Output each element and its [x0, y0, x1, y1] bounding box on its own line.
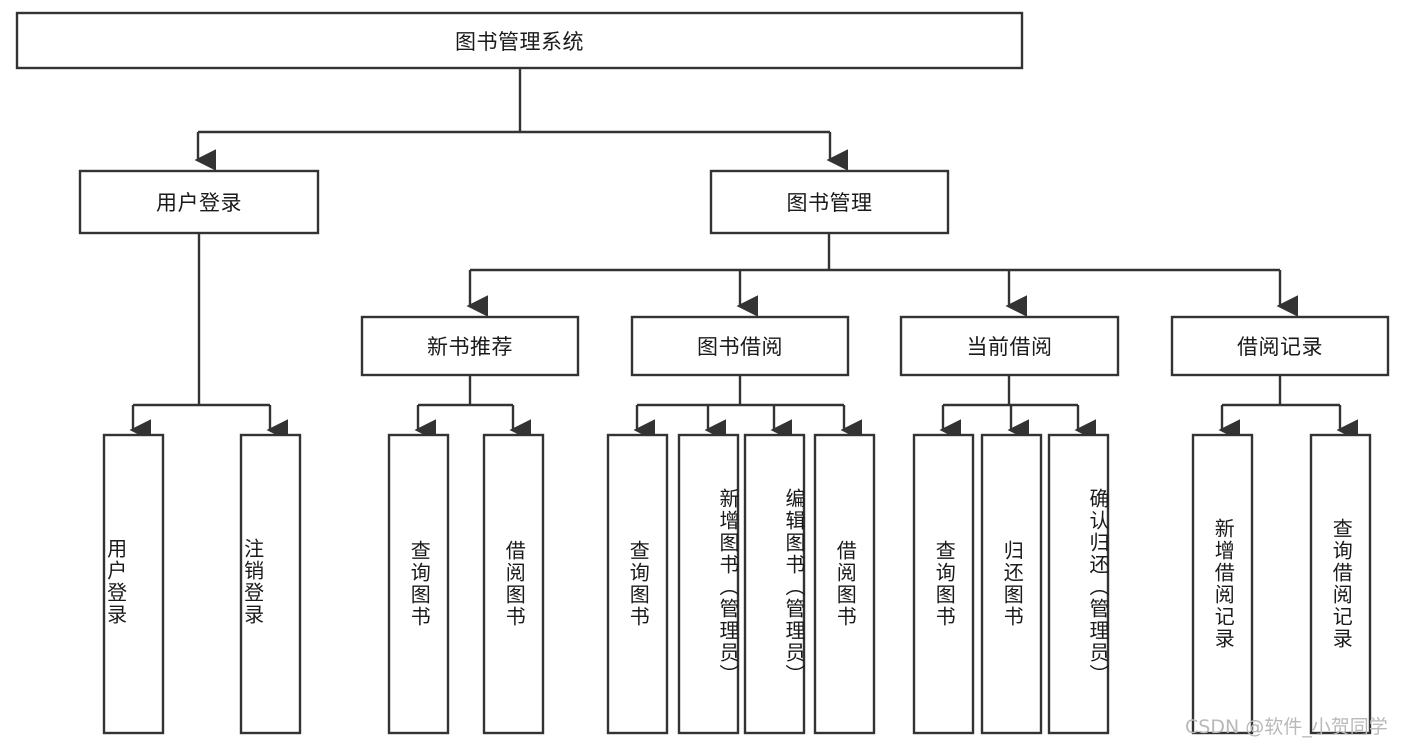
- leaf-box-borrow-book-1[interactable]: [482, 433, 545, 735]
- leaf-box-user-login[interactable]: [102, 433, 165, 735]
- node-box-borrow-record[interactable]: [1170, 315, 1390, 377]
- leaf-box-query-book-3[interactable]: [912, 433, 975, 735]
- leaf-box-borrow-book-2[interactable]: [813, 433, 876, 735]
- node-box-book-borrow[interactable]: [630, 315, 850, 377]
- node-box-new-book-recommend[interactable]: [360, 315, 580, 377]
- leaf-box-edit-book[interactable]: [743, 433, 806, 735]
- leaf-box-query-book-2[interactable]: [606, 433, 669, 735]
- leaf-box-confirm-return[interactable]: [1047, 433, 1110, 735]
- leaf-box-add-book[interactable]: [677, 433, 740, 735]
- node-box-user-login[interactable]: [78, 169, 320, 235]
- leaf-box-query-record[interactable]: [1309, 433, 1372, 735]
- leaf-box-return-book[interactable]: [980, 433, 1043, 735]
- node-box-current-borrow[interactable]: [899, 315, 1120, 377]
- leaf-box-add-record[interactable]: [1191, 433, 1254, 735]
- leaf-box-user-logout[interactable]: [239, 433, 302, 735]
- leaf-box-query-book-1[interactable]: [387, 433, 450, 735]
- node-box-root[interactable]: [15, 11, 1024, 70]
- node-box-book-management[interactable]: [709, 169, 950, 235]
